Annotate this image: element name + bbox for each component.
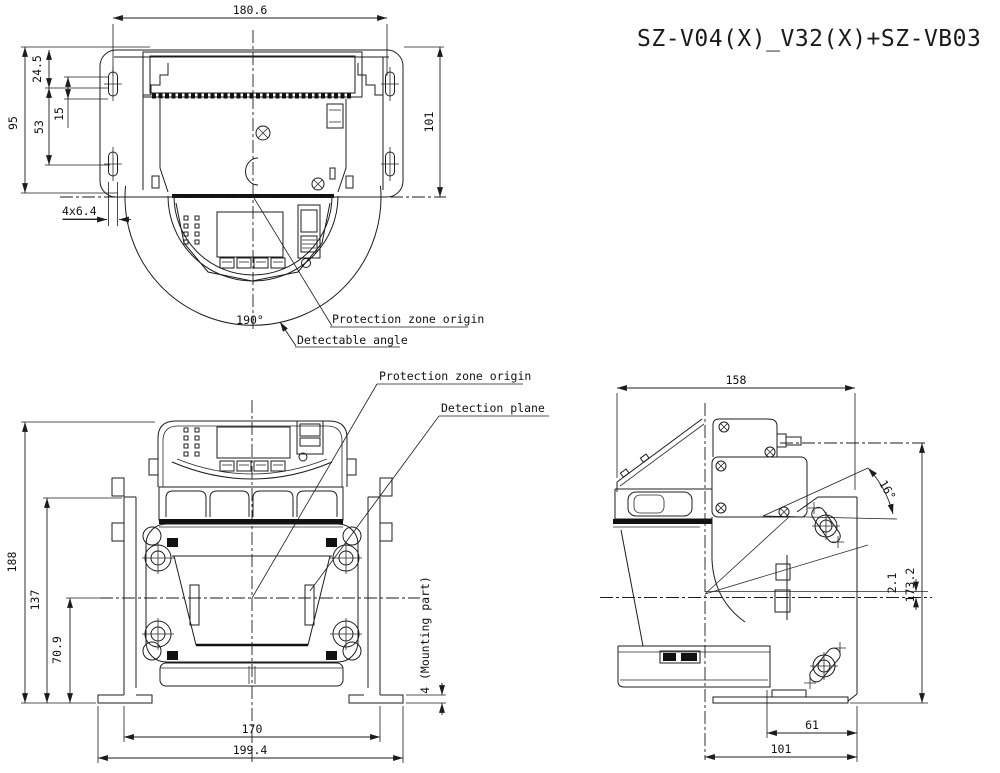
connector-port [297, 204, 321, 268]
label-detection-plane: Detection plane [441, 401, 545, 415]
dim-24-5: 24.5 [30, 55, 44, 83]
screw-icon [764, 446, 776, 458]
bracket-slot [809, 647, 841, 683]
dim-170: 170 [242, 722, 263, 736]
front-view-body [141, 523, 363, 687]
front-view-bracket [97, 477, 404, 704]
screw-icon [715, 502, 727, 514]
dim-188: 188 [5, 552, 19, 573]
side-view-dimensions: 158 2.1 173.2 61 101 [616, 373, 928, 762]
label-protection-zone-origin: Protection zone origin [332, 312, 484, 326]
dim-70-9: 70.9 [50, 636, 64, 664]
side-view-bracket [712, 496, 858, 704]
dim-199-4: 199.4 [233, 743, 268, 757]
detectable-angle-arc [124, 185, 382, 326]
connector-port [296, 420, 324, 462]
top-view-scanner-body [142, 51, 363, 282]
label-detectable-angle: Detectable angle [297, 333, 408, 347]
origin-leader [251, 383, 523, 599]
dim-61: 61 [805, 718, 819, 732]
screw-icon [311, 177, 325, 191]
cable-gland [785, 436, 802, 446]
front-view-head [148, 420, 357, 487]
dim-4x6-4: 4x6.4 [62, 204, 97, 218]
dim-158: 158 [726, 373, 747, 387]
led-indicators [183, 215, 200, 245]
screw-target-icon [141, 617, 175, 651]
label-protection-zone-origin: Protection zone origin [379, 369, 531, 383]
plane-leader [309, 415, 549, 592]
dim-95: 95 [6, 116, 20, 130]
display-screen [216, 211, 284, 258]
side-view-scanner [613, 418, 808, 688]
top-view-bracket [99, 49, 404, 198]
side-view: 16° 158 2.1 173.2 61 101 [600, 373, 932, 762]
top-view: 190° Protection zone origin Detectable a… [6, 3, 484, 348]
dim-detectable-angle: 190° [236, 313, 264, 327]
led-indicators [183, 427, 200, 457]
screw-target-icon [329, 617, 363, 651]
dim-15: 15 [52, 107, 66, 121]
tilt-reference-lines [704, 515, 869, 595]
dim-2-1: 2.1 [885, 573, 899, 594]
screw-icon [778, 506, 790, 518]
display-screen [216, 426, 291, 459]
dim-137: 137 [28, 590, 42, 611]
screw-icon [715, 460, 727, 472]
control-buttons [219, 460, 286, 472]
control-buttons [219, 257, 286, 269]
dim-53: 53 [32, 120, 46, 134]
dim-180-6: 180.6 [233, 3, 268, 17]
dim-16-deg: 16° [876, 478, 899, 503]
dim-4-mounting-part: 4 (Mounting part) [418, 576, 432, 694]
origin-leader [253, 197, 468, 328]
drawing-title: SZ-V04(X)_V32(X)+SZ-VB03 [637, 26, 981, 52]
dim-173-2: 173.2 [903, 568, 917, 603]
screw-icon [255, 125, 271, 141]
top-view-dimensions: 180.6 95 24.5 15 53 101 4x6.4 [6, 3, 444, 226]
front-view: Protection zone origin Detection plane 1… [5, 369, 549, 763]
angle-leader-arrow [279, 321, 297, 347]
dim-101-top: 101 [422, 112, 436, 133]
front-view-dimensions: 188 137 70.9 170 199.4 4 (Mounting part) [5, 421, 446, 763]
dim-101-side: 101 [771, 742, 792, 756]
front-view-hood [158, 486, 344, 528]
screw-icon [718, 421, 730, 433]
